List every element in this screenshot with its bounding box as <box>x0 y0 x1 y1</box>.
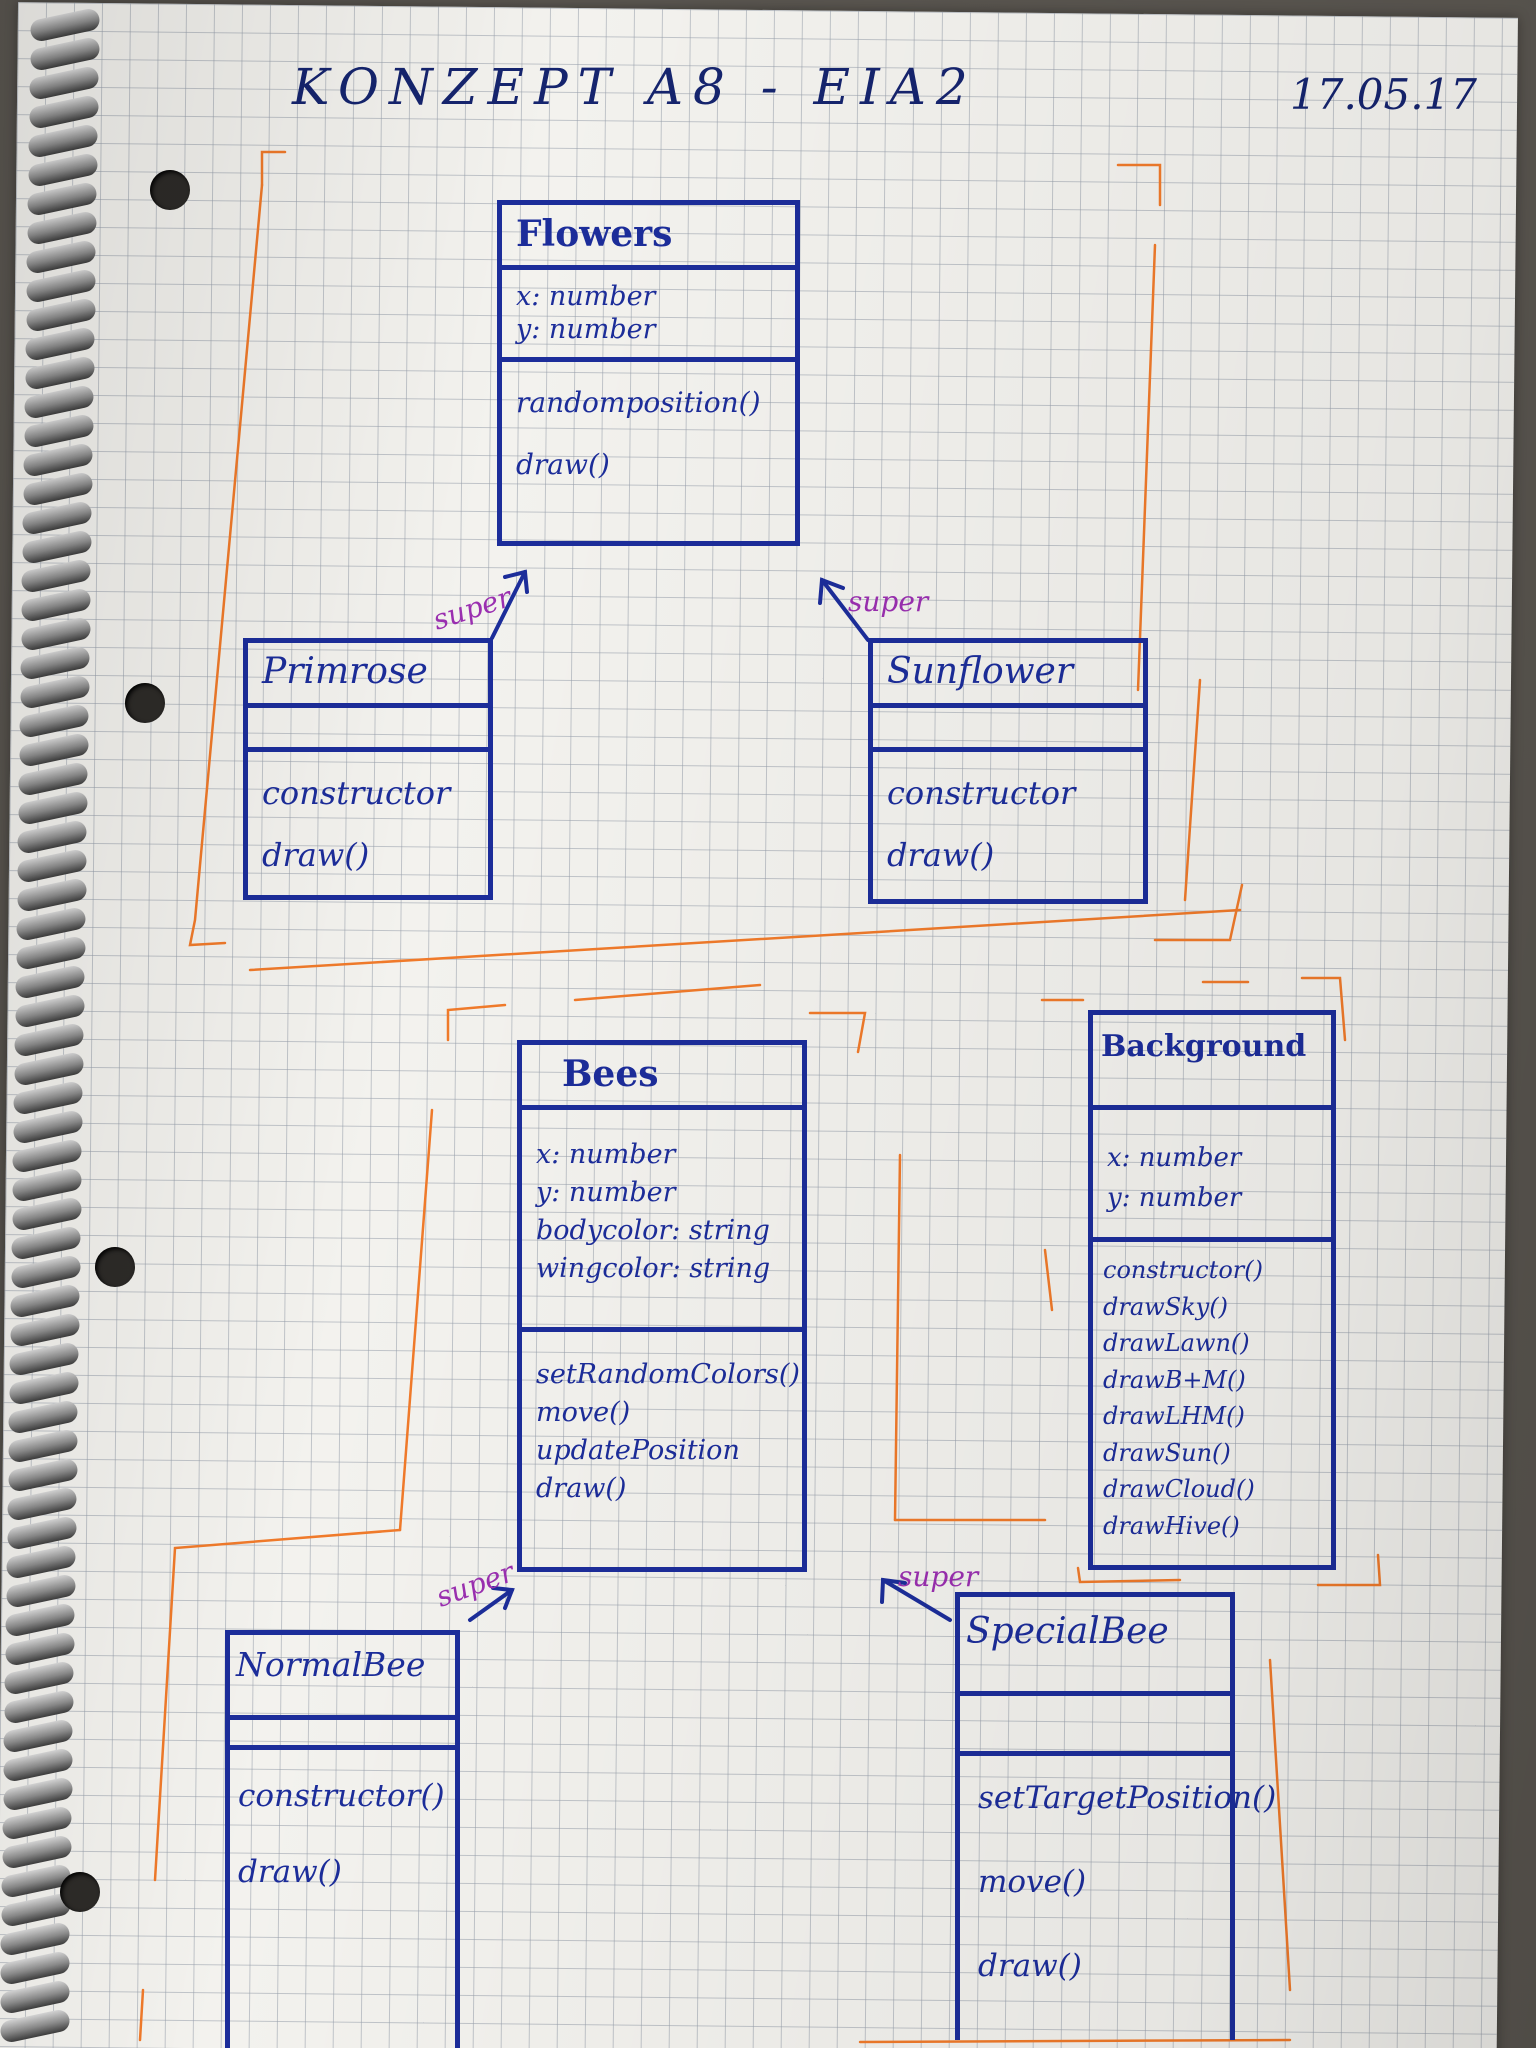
method: setRandomColors() <box>536 1359 800 1390</box>
attribute: bodycolor: string <box>536 1215 770 1246</box>
class-name: NormalBee <box>230 1635 455 1720</box>
class-methods: setRandomColors() move() updatePosition … <box>522 1332 802 1518</box>
attribute: wingcolor: string <box>536 1253 771 1284</box>
method: updatePosition <box>536 1435 740 1466</box>
method: drawSky() <box>1103 1292 1228 1321</box>
class-name: Primrose <box>248 643 488 708</box>
class-name: Background <box>1093 1015 1331 1110</box>
super-label: super <box>898 1560 979 1593</box>
class-background: Background x: number y: number construct… <box>1088 1010 1336 1570</box>
class-attributes <box>230 1720 455 1750</box>
page-date: 17.05.17 <box>1290 70 1478 119</box>
method: setTargetPosition() <box>978 1780 1277 1816</box>
punch-hole <box>150 170 190 210</box>
method: draw() <box>978 1948 1082 1984</box>
class-methods: setTargetPosition() move() draw() <box>960 1756 1277 2018</box>
class-specialbee: SpecialBee setTargetPosition() move() dr… <box>955 1592 1277 2040</box>
class-primrose: Primrose constructor draw() <box>243 638 493 900</box>
method: draw() <box>536 1473 627 1504</box>
class-methods: constructor draw() <box>873 752 1143 896</box>
class-attributes: x: number y: number <box>1093 1110 1331 1242</box>
method: constructor() <box>1103 1256 1263 1284</box>
orange-frame-lines <box>138 150 1382 2044</box>
method: drawCloud() <box>1103 1475 1255 1503</box>
class-methods: randomposition() draw() <box>502 362 795 506</box>
method: drawHive() <box>1103 1511 1240 1540</box>
punch-hole <box>60 1872 100 1912</box>
class-name: SpecialBee <box>960 1597 1230 1696</box>
attribute: x: number <box>536 1139 676 1170</box>
class-attributes <box>248 708 488 752</box>
attribute: x: number <box>516 281 656 312</box>
punch-hole <box>95 1247 135 1287</box>
class-attributes <box>960 1696 1230 1756</box>
class-normalbee: NormalBee constructor() draw() <box>225 1630 460 2048</box>
method: drawLHM() <box>1103 1402 1245 1430</box>
class-attributes: x: number y: number bodycolor: string wi… <box>522 1110 802 1332</box>
class-methods: constructor() draw() <box>230 1750 455 1920</box>
method: draw() <box>887 836 995 874</box>
class-flowers: Flowers x: number y: number randompositi… <box>497 200 800 546</box>
class-name: Sunflower <box>873 643 1143 708</box>
class-bees: Bees x: number y: number bodycolor: stri… <box>517 1040 807 1572</box>
method: constructor <box>262 774 451 812</box>
class-attributes <box>873 708 1143 752</box>
class-name: Flowers <box>502 205 795 270</box>
inheritance-arrows <box>468 569 952 1622</box>
method: constructor() <box>238 1778 445 1814</box>
method: draw() <box>262 836 370 874</box>
method: constructor <box>887 774 1076 812</box>
method: drawB+M() <box>1103 1365 1246 1394</box>
punch-hole <box>125 683 165 723</box>
attribute: y: number <box>536 1177 676 1208</box>
attribute: y: number <box>1107 1183 1242 1213</box>
method: drawSun() <box>1103 1438 1231 1467</box>
class-sunflower: Sunflower constructor draw() <box>868 638 1148 904</box>
attribute: y: number <box>516 314 656 345</box>
method: draw() <box>516 448 610 481</box>
super-label: super <box>848 585 929 618</box>
method: move() <box>978 1864 1087 1900</box>
class-name: Bees <box>522 1045 802 1110</box>
class-attributes: x: number y: number <box>502 270 795 362</box>
method: draw() <box>238 1854 342 1890</box>
method: move() <box>536 1397 631 1428</box>
class-methods: constructor draw() <box>248 752 488 896</box>
method: randomposition() <box>516 386 761 419</box>
method: drawLawn() <box>1103 1329 1250 1357</box>
attribute: x: number <box>1107 1143 1242 1173</box>
class-methods: constructor() drawSky() drawLawn() drawB… <box>1093 1242 1331 1554</box>
page-title: KONZEPT A8 - EIA2 <box>292 58 978 116</box>
